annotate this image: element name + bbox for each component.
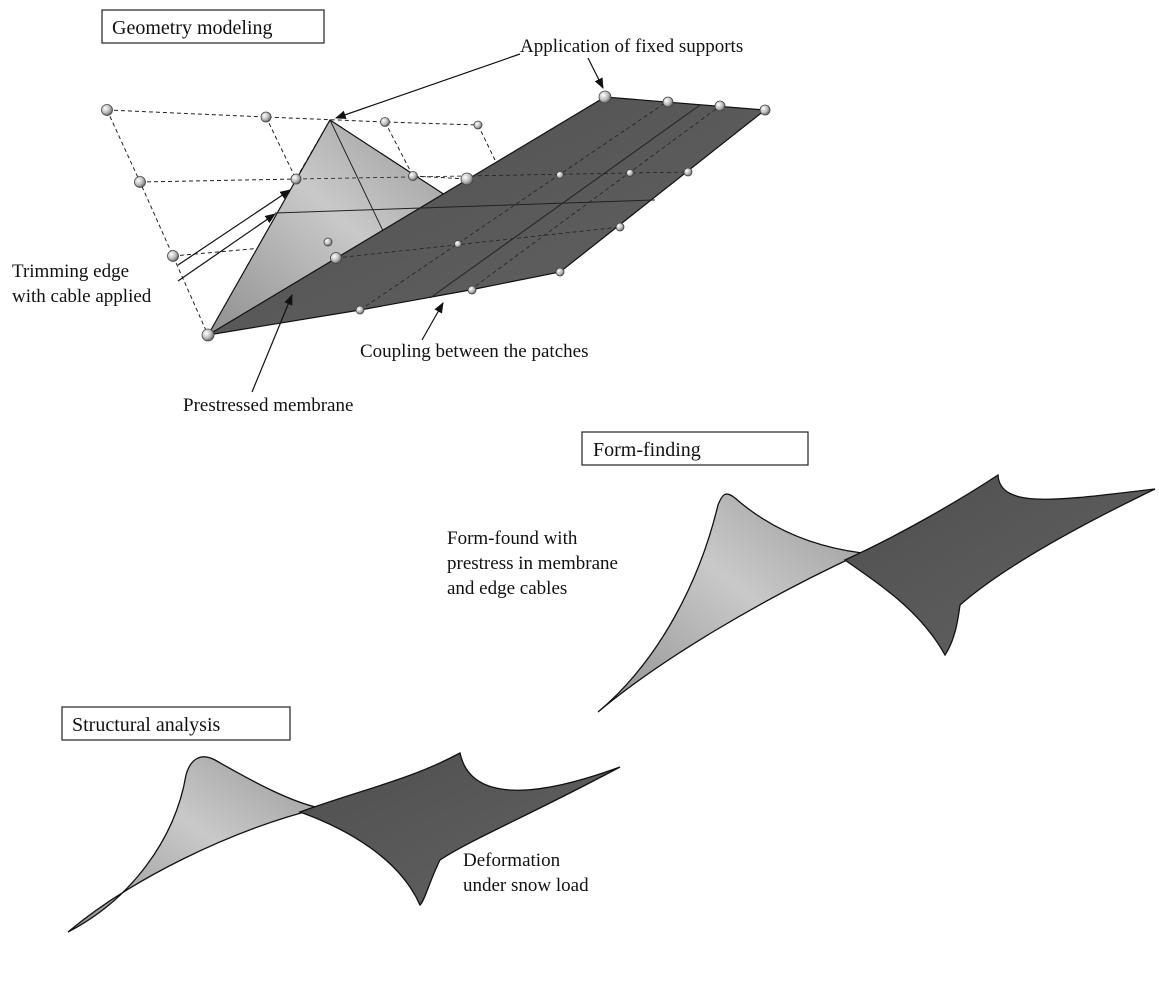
fixed-supports-arrow-2 [587,57,604,89]
form-found-label-line1: Form-found with [447,528,578,549]
geometry-modeling-stage: Geometry modeling [12,9,771,416]
trimming-edge-arrow-2 [177,213,276,282]
deformed-dark-patch [298,752,621,907]
trimming-edge-label-line2: with cable applied [12,286,152,307]
form-found-label-line2: prestress in membrane [447,553,618,574]
coupling-label: Coupling between the patches [360,341,588,362]
coupling-arrow [421,302,444,341]
fixed-supports-label: Application of fixed supports [520,36,743,57]
geometry-modeling-title: Geometry modeling [112,17,273,39]
trimming-edge-label-line1: Trimming edge [12,261,129,282]
fixed-supports-arrow-1 [334,53,521,119]
deformation-label-line1: Deformation [463,850,561,871]
form-found-label-line3: and edge cables [447,578,567,599]
structural-analysis-box [61,706,291,741]
structural-analysis-title: Structural analysis [72,714,221,736]
structural-analysis-stage: Structural analysis Deformation under sn… [61,706,621,933]
form-finding-box [581,431,809,466]
form-found-dark-patch [843,473,1156,657]
deformed-light-patch [67,756,321,933]
form-finding-stage: Form-finding Form-found with prestress i… [447,431,1156,713]
geometry-modeling-box [101,9,325,44]
prestressed-membrane-label: Prestressed membrane [183,395,353,416]
control-points [101,90,771,342]
form-finding-title: Form-finding [593,439,701,461]
prestressed-membrane-arrow [251,294,293,393]
deformation-label-line2: under snow load [463,875,589,896]
trimming-edge-arrow-1 [177,189,291,266]
form-found-light-patch [597,493,865,713]
